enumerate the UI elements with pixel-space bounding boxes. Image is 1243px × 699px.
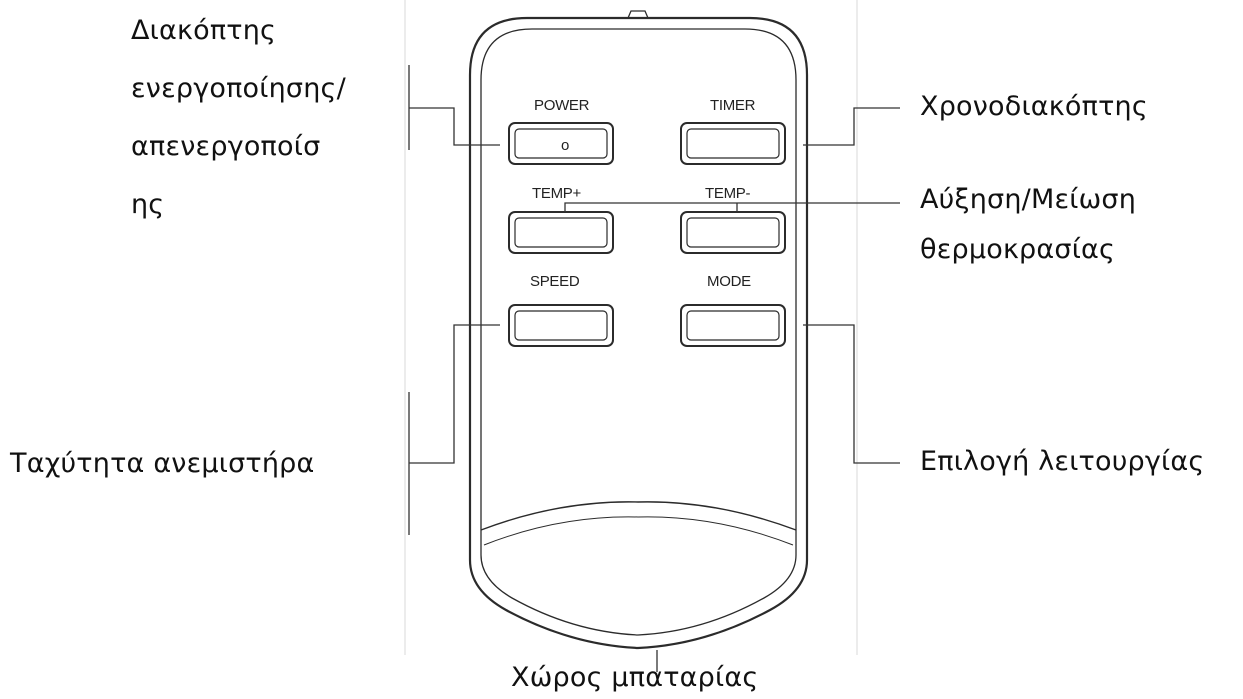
callout-temperature-line-2: θερμοκρασίας [920,234,1116,265]
callout-power-line-2: ενεργοποίησης/ [131,73,346,104]
power-symbol-icon: o [561,137,569,154]
leader-line-power [408,65,500,150]
leader-line-speed [408,324,500,535]
button-power[interactable]: POWER o [508,97,614,165]
button-speed[interactable]: SPEED [508,273,614,347]
button-mode[interactable]: MODE [680,273,786,347]
button-mode-label: MODE [707,273,751,290]
callout-temperature-line-1: Αύξηση/Μείωση [920,184,1137,215]
button-temp-up-label: TEMP+ [532,185,581,202]
callout-power: Διακόπτης ενεργοποίησης/ απενεργοποίσ ης [131,11,346,225]
leader-line-mode [803,324,900,464]
button-timer-label: TIMER [710,97,756,114]
callout-power-line-4: ης [131,189,165,220]
button-temp-down-label: TEMP- [705,185,750,202]
callout-power-line-3: απενεργοποίσ [131,131,321,162]
button-power-label: POWER [534,97,590,114]
button-temp-up[interactable]: TEMP+ [508,185,614,254]
remote-body [468,10,809,650]
leader-line-timer [803,107,900,146]
callout-fan-speed: Ταχύτητα ανεμιστήρα [10,448,315,479]
callout-power-line-1: Διακόπτης [131,15,277,46]
button-temp-down[interactable]: TEMP- [680,185,786,254]
callout-battery: Χώρος μπαταρίας [511,662,759,693]
callout-mode: Επιλογή λειτουργίας [920,446,1205,477]
leader-line-temperature [564,202,900,212]
button-speed-label: SPEED [530,273,580,290]
button-timer[interactable]: TIMER [680,97,786,165]
callout-timer: Χρονοδιακόπτης [920,91,1148,122]
callout-temperature: Αύξηση/Μείωση θερμοκρασίας [920,180,1136,270]
